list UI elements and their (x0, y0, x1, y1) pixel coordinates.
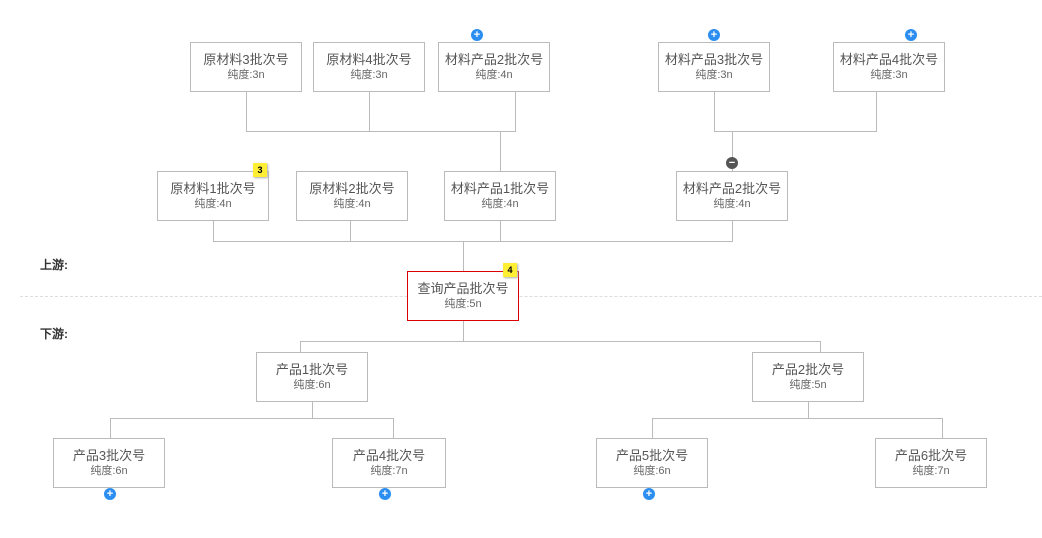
node-query-product[interactable]: 查询产品批次号纯度:5n (407, 271, 519, 321)
node-raw-material-1[interactable]: 原材料1批次号纯度:4n (157, 171, 269, 221)
node-title: 原材料1批次号 (170, 181, 256, 196)
node-raw-material-3[interactable]: 原材料3批次号纯度:3n (190, 42, 302, 92)
expand-plus-icon[interactable]: + (104, 488, 116, 500)
node-purity: 纯度:7n (912, 465, 950, 477)
node-purity: 纯度:4n (333, 198, 371, 210)
node-title: 原材料4批次号 (326, 52, 412, 67)
node-purity: 纯度:3n (350, 69, 388, 81)
node-title: 产品6批次号 (894, 448, 968, 463)
node-raw-material-4[interactable]: 原材料4批次号纯度:3n (313, 42, 425, 92)
downstream-label: 下游: (40, 327, 68, 341)
node-purity: 纯度:4n (475, 69, 513, 81)
node-purity: 纯度:6n (90, 465, 128, 477)
node-product-1[interactable]: 产品1批次号纯度:6n (256, 352, 368, 402)
node-title: 材料产品1批次号 (450, 181, 550, 196)
node-title: 材料产品2批次号 (444, 52, 544, 67)
node-purity: 纯度:4n (194, 198, 232, 210)
node-purity: 纯度:3n (695, 69, 733, 81)
node-material-product-2[interactable]: 材料产品2批次号纯度:4n (676, 171, 788, 221)
node-title: 材料产品4批次号 (839, 52, 939, 67)
node-product-6[interactable]: 产品6批次号纯度:7n (875, 438, 987, 488)
node-purity: 纯度:5n (444, 298, 482, 310)
upstream-downstream-divider (20, 296, 1042, 297)
node-product-4[interactable]: 产品4批次号纯度:7n (332, 438, 446, 488)
count-badge: 4 (503, 263, 517, 277)
expand-plus-icon[interactable]: + (379, 488, 391, 500)
node-title: 产品4批次号 (352, 448, 426, 463)
node-material-product-2-upper[interactable]: 材料产品2批次号纯度:4n (438, 42, 550, 92)
node-product-5[interactable]: 产品5批次号纯度:6n (596, 438, 708, 488)
node-title: 材料产品2批次号 (682, 181, 782, 196)
node-product-3[interactable]: 产品3批次号纯度:6n (53, 438, 165, 488)
upstream-label: 上游: (40, 258, 68, 272)
node-material-product-1[interactable]: 材料产品1批次号纯度:4n (444, 171, 556, 221)
node-title: 产品1批次号 (275, 362, 349, 377)
node-purity: 纯度:5n (789, 379, 827, 391)
node-purity: 纯度:4n (481, 198, 519, 210)
expand-plus-icon[interactable]: + (471, 29, 483, 41)
count-badge: 3 (253, 163, 267, 177)
node-title: 查询产品批次号 (417, 281, 509, 296)
node-material-product-3[interactable]: 材料产品3批次号纯度:3n (658, 42, 770, 92)
node-purity: 纯度:3n (227, 69, 265, 81)
node-title: 产品2批次号 (771, 362, 845, 377)
node-title: 原材料2批次号 (309, 181, 395, 196)
node-title: 产品5批次号 (615, 448, 689, 463)
collapse-minus-icon[interactable]: − (726, 157, 738, 169)
node-title: 原材料3批次号 (203, 52, 289, 67)
node-purity: 纯度:6n (293, 379, 331, 391)
node-title: 材料产品3批次号 (664, 52, 764, 67)
node-purity: 纯度:3n (870, 69, 908, 81)
node-purity: 纯度:6n (633, 465, 671, 477)
expand-plus-icon[interactable]: + (708, 29, 720, 41)
node-purity: 纯度:4n (713, 198, 751, 210)
expand-plus-icon[interactable]: + (905, 29, 917, 41)
node-material-product-4[interactable]: 材料产品4批次号纯度:3n (833, 42, 945, 92)
node-product-2[interactable]: 产品2批次号纯度:5n (752, 352, 864, 402)
node-raw-material-2[interactable]: 原材料2批次号纯度:4n (296, 171, 408, 221)
expand-plus-icon[interactable]: + (643, 488, 655, 500)
node-purity: 纯度:7n (370, 465, 408, 477)
node-title: 产品3批次号 (72, 448, 146, 463)
